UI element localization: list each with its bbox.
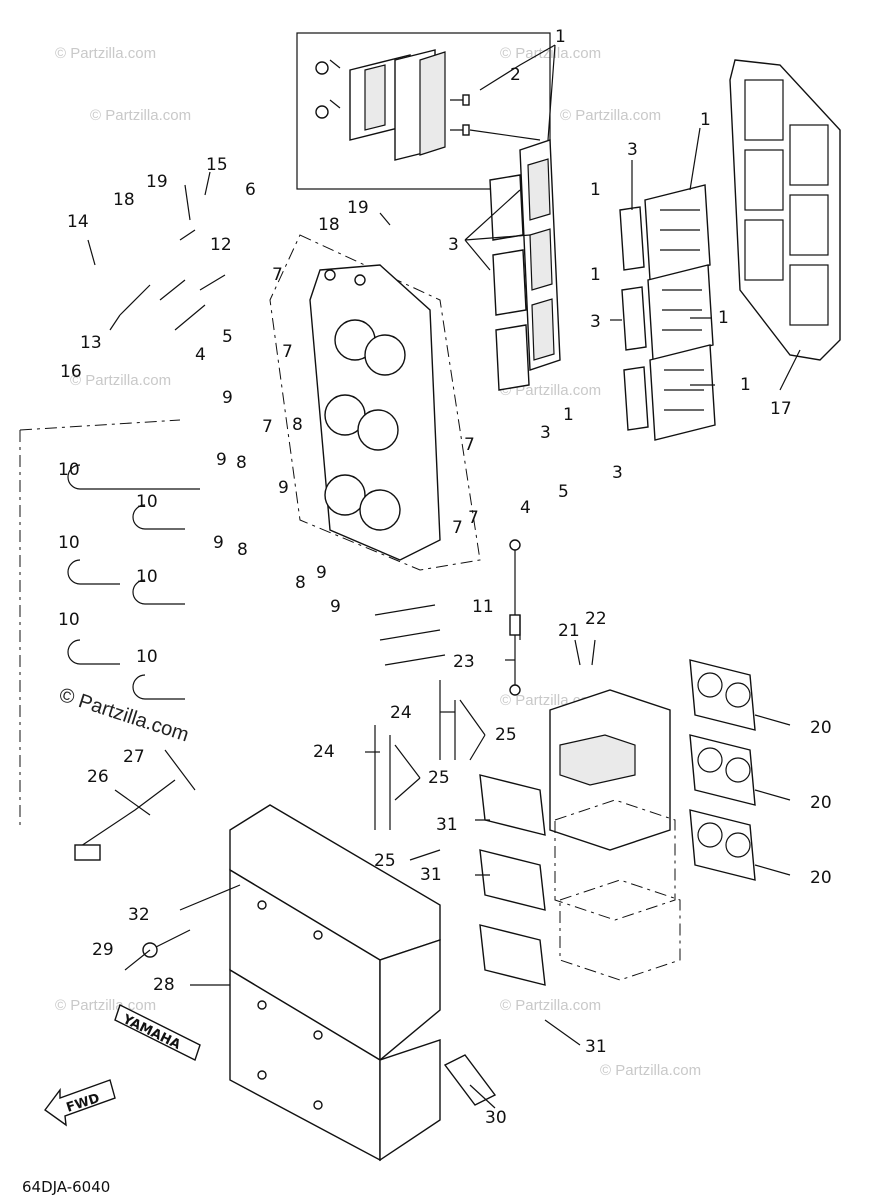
- callout-8: 8: [292, 415, 303, 435]
- callout-13: 13: [80, 333, 102, 353]
- watermark-main: © Partzilla.com: [56, 684, 191, 747]
- callout-20: 20: [810, 793, 832, 813]
- forward-direction-arrow: FWD: [44, 1079, 116, 1127]
- callout-9: 9: [222, 388, 233, 408]
- intake-silencer: [229, 804, 441, 1162]
- reed-valve-assemblies: [489, 139, 716, 441]
- callout-8: 8: [236, 453, 247, 473]
- callout-7: 7: [464, 435, 475, 455]
- callout-24: 24: [313, 742, 335, 762]
- watermark: © Partzilla.com: [90, 107, 191, 124]
- callout-18: 18: [318, 215, 340, 235]
- callout-3: 3: [627, 140, 638, 160]
- callout-4: 4: [195, 345, 206, 365]
- callout-21: 21: [558, 621, 580, 641]
- callout-10: 10: [58, 533, 80, 553]
- label-tag: YAMAHA: [114, 1004, 201, 1061]
- callout-30: 30: [485, 1108, 507, 1128]
- watermark: © Partzilla.com: [560, 107, 661, 124]
- callout-12: 12: [210, 235, 232, 255]
- callout-31: 31: [420, 865, 442, 885]
- callout-1: 1: [700, 110, 711, 130]
- callout-7: 7: [282, 342, 293, 362]
- callout-19: 19: [347, 198, 369, 218]
- callout-9: 9: [216, 450, 227, 470]
- callout-5: 5: [558, 482, 569, 502]
- callout-labels: 1 2 1 1 1 1 1 1 3 3 3 3 3 4 4 5 5 6 7 7 …: [58, 27, 832, 1128]
- callout-17: 17: [770, 399, 792, 419]
- watermark: © Partzilla.com: [500, 997, 601, 1014]
- callout-10: 10: [136, 492, 158, 512]
- callout-24: 24: [390, 703, 412, 723]
- callout-14: 14: [67, 212, 89, 232]
- callout-26: 26: [87, 767, 109, 787]
- callout-10: 10: [136, 647, 158, 667]
- callout-7: 7: [452, 518, 463, 538]
- callout-1: 1: [555, 27, 566, 47]
- callout-7: 7: [272, 265, 283, 285]
- callout-9: 9: [330, 597, 341, 617]
- callout-7: 7: [468, 508, 479, 528]
- callout-7: 7: [262, 417, 273, 437]
- silencer-gaskets: [479, 774, 546, 986]
- callout-1: 1: [590, 265, 601, 285]
- callout-25: 25: [495, 725, 517, 745]
- callout-3: 3: [540, 423, 551, 443]
- callout-16: 16: [60, 362, 82, 382]
- callout-6: 6: [245, 180, 256, 200]
- callout-19: 19: [146, 172, 168, 192]
- leader-lines: [87, 44, 801, 1109]
- callout-3: 3: [590, 312, 601, 332]
- callout-11: 11: [472, 597, 494, 617]
- callout-27: 27: [123, 747, 145, 767]
- callout-9: 9: [213, 533, 224, 553]
- callout-18: 18: [113, 190, 135, 210]
- diagram-code: 64DJA-6040: [22, 1178, 110, 1196]
- linkage-and-fittings: [74, 539, 521, 861]
- callout-31: 31: [436, 815, 458, 835]
- callout-20: 20: [810, 868, 832, 888]
- callout-10: 10: [136, 567, 158, 587]
- callout-20: 20: [810, 718, 832, 738]
- carburetor-assemblies: [549, 689, 681, 981]
- intake-manifold: [269, 234, 481, 571]
- watermark: © Partzilla.com: [55, 997, 156, 1014]
- callout-32: 32: [128, 905, 150, 925]
- callout-9: 9: [278, 478, 289, 498]
- callout-8: 8: [295, 573, 306, 593]
- callout-29: 29: [92, 940, 114, 960]
- callout-25: 25: [374, 851, 396, 871]
- callout-9: 9: [316, 563, 327, 583]
- callout-22: 22: [585, 609, 607, 629]
- callout-1: 1: [740, 375, 751, 395]
- callout-8: 8: [237, 540, 248, 560]
- watermark: © Partzilla.com: [55, 45, 156, 62]
- callout-2: 2: [510, 65, 521, 85]
- callout-1: 1: [590, 180, 601, 200]
- callout-3: 3: [448, 235, 459, 255]
- reed-valve-detail-inset: [296, 32, 551, 190]
- callout-28: 28: [153, 975, 175, 995]
- callout-31: 31: [585, 1037, 607, 1057]
- callout-25: 25: [428, 768, 450, 788]
- hoses: [19, 274, 446, 830]
- callout-15: 15: [206, 155, 228, 175]
- carburetor-gaskets: [689, 659, 756, 881]
- callout-5: 5: [222, 327, 233, 347]
- callout-4: 4: [520, 498, 531, 518]
- watermark: © Partzilla.com: [600, 1062, 701, 1079]
- watermark: © Partzilla.com: [70, 372, 171, 389]
- intake-gasket: [729, 59, 841, 361]
- callout-23: 23: [453, 652, 475, 672]
- callout-1: 1: [718, 308, 729, 328]
- callout-10: 10: [58, 460, 80, 480]
- callout-10: 10: [58, 610, 80, 630]
- callout-1: 1: [563, 405, 574, 425]
- callout-3: 3: [612, 463, 623, 483]
